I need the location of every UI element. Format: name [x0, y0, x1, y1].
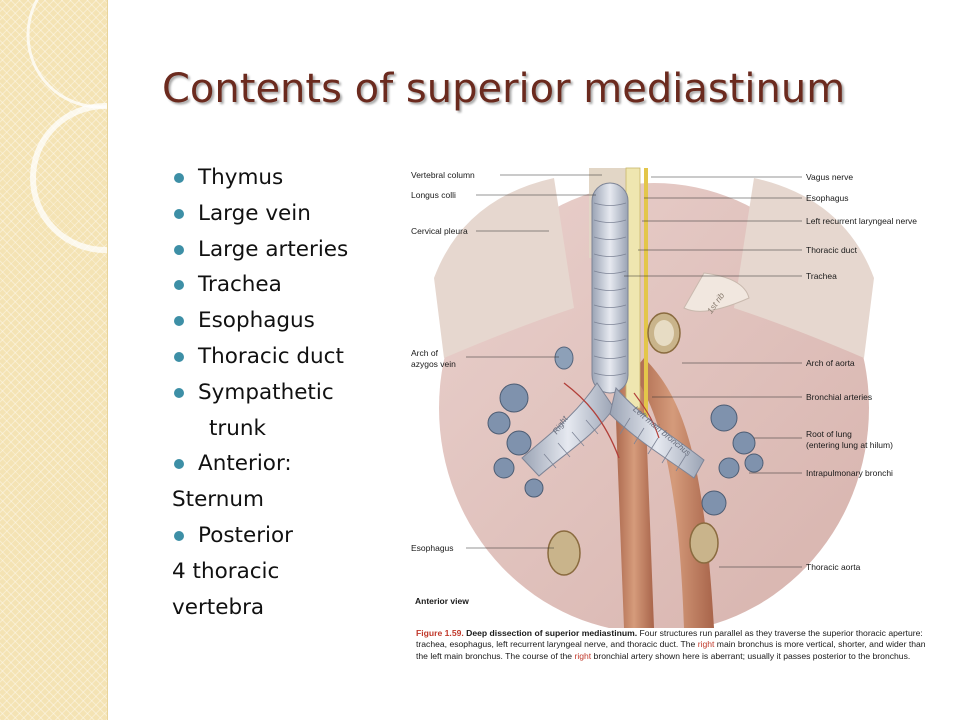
bullet-item: Anterior:: [172, 446, 412, 482]
label-arch-of: Arch of: [411, 348, 438, 358]
caption-right-1: right: [697, 639, 715, 650]
caption-text-1: Four structures run parallel as they tra…: [416, 628, 923, 650]
label-anterior-view: Anterior view: [415, 596, 469, 606]
decorative-side-band: [0, 0, 108, 720]
bullet-continuation: vertebra: [172, 594, 265, 620]
label-thoracic-duct: Thoracic duct: [806, 245, 858, 255]
label-vagus-nerve: Vagus nerve: [806, 172, 854, 182]
label-thoracic-aorta: Thoracic aorta: [806, 562, 861, 572]
bullet-continuation: Sternum: [172, 487, 264, 513]
bullet-item: Large arteries: [172, 232, 412, 268]
decorative-rings: [26, 0, 107, 253]
label-arch-of-aorta: Arch of aorta: [806, 358, 855, 368]
label-esophagus-left: Esophagus: [411, 543, 454, 553]
bullet-item: Trachea: [172, 267, 412, 303]
caption-figure-number: Figure 1.59.: [416, 628, 464, 638]
label-longus-colli: Longus colli: [411, 190, 456, 200]
label-root-of-lung: Root of lung: [806, 429, 852, 439]
caption-heading: Deep dissection of superior mediastinum.: [466, 628, 638, 638]
bullet-item: Esophagus: [172, 303, 412, 339]
caption-text-2: main bronchus is more vertical, shorter,…: [416, 639, 926, 661]
figure-caption: Figure 1.59. Deep dissection of superior…: [416, 628, 928, 662]
bullet-continuation: trunk: [209, 415, 266, 441]
bullet-continuation: 4 thoracic: [172, 558, 280, 584]
label-bronchial-arteries: Bronchial arteries: [806, 392, 873, 402]
caption-right-2: right: [574, 650, 592, 661]
slide-title: Contents of superior mediastinum: [162, 66, 846, 112]
mediastinum-dissection-illustration: [434, 167, 874, 628]
label-intrapulmonary-bronchi: Intrapulmonary bronchi: [806, 468, 893, 478]
caption-text-3: bronchial artery shown here is aberrant;…: [591, 650, 911, 661]
label-azygos-vein: azygos vein: [411, 359, 456, 369]
label-entering-lung-at-hilum: (entering lung at hilum): [806, 440, 893, 450]
bullet-item: Thymus: [172, 160, 412, 196]
anatomy-figure: Vertebral column Longus colli Cervical p…: [404, 158, 932, 692]
label-left-recurrent-laryngeal-nerve: Left recurrent laryngeal nerve: [806, 216, 918, 226]
bullet-item: Posterior: [172, 518, 412, 554]
label-trachea: Trachea: [806, 271, 837, 281]
label-cervical-pleura: Cervical pleura: [411, 226, 468, 236]
bullet-item: Large vein: [172, 196, 412, 232]
label-esophagus-right: Esophagus: [806, 193, 849, 203]
label-vertebral-column: Vertebral column: [411, 170, 475, 180]
bullet-item: Thoracic duct: [172, 339, 412, 375]
bullet-item: Sympathetic: [172, 375, 412, 411]
